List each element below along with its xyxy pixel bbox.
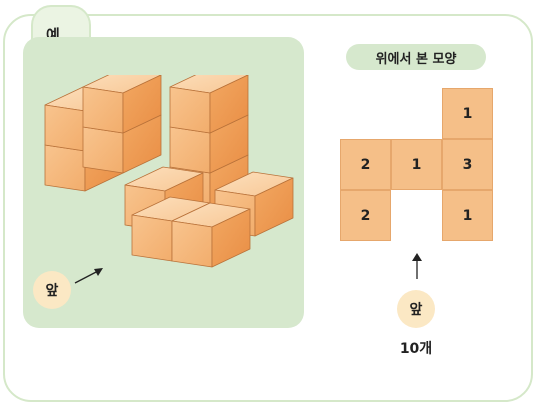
cube — [169, 75, 249, 134]
grid-cell: 1 — [442, 88, 493, 139]
up-arrow-icon — [412, 253, 422, 279]
stacked-cubes-illustration — [44, 75, 294, 268]
grid-cell: 1 — [391, 139, 442, 190]
top-view-title: 위에서 본 모양 — [346, 44, 486, 70]
front-arrow-icon — [74, 268, 103, 284]
front-badge-left: 앞 — [33, 271, 71, 309]
cube — [171, 202, 251, 268]
top-view-title-text: 위에서 본 모양 — [375, 51, 457, 67]
grid-cell: 1 — [442, 190, 493, 241]
grid-cell: 2 — [340, 139, 391, 190]
grid-cell: 3 — [442, 139, 493, 190]
grid-cell: 2 — [340, 190, 391, 241]
front-badge-right: 앞 — [397, 290, 435, 328]
front-badge-right-label: 앞 — [409, 302, 423, 318]
cube — [82, 75, 162, 134]
front-badge-left-label: 앞 — [45, 283, 59, 299]
total-cube-count: 10개 — [399, 341, 433, 357]
